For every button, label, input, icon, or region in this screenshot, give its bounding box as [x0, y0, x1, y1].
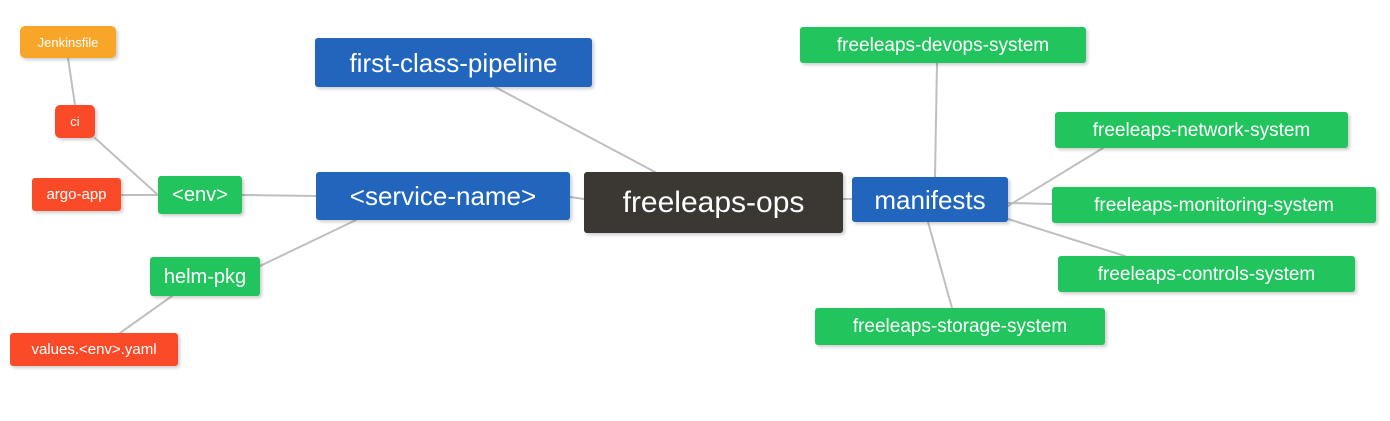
node-label: helm-pkg — [163, 265, 247, 288]
node-label: first-class-pipeline — [349, 47, 558, 78]
edge-jenkinsfile-to-ci — [67, 57, 76, 106]
node-freeleaps-ops[interactable]: freeleaps-ops — [584, 172, 843, 233]
node-label: freeleaps-monitoring-system — [1094, 194, 1334, 216]
node-label: freeleaps-controls-system — [1097, 263, 1316, 285]
node-label: <service-name> — [349, 181, 537, 211]
node-values-env-yaml[interactable]: values.<env>.yaml — [10, 333, 178, 366]
node-freeleaps-controls-system[interactable]: freeleaps-controls-system — [1058, 256, 1355, 292]
node-label: manifests — [874, 184, 986, 215]
edge-manifests-to-freeleaps-monitoring-system — [1007, 202, 1053, 205]
edge-manifests-to-freeleaps-controls-system — [1007, 218, 1126, 257]
node-label: argo-app — [46, 186, 107, 203]
node-argo-app[interactable]: argo-app — [32, 178, 121, 211]
edge-env-to-service-name — [241, 194, 317, 197]
node-freeleaps-monitoring-system[interactable]: freeleaps-monitoring-system — [1052, 187, 1376, 223]
node-service-name[interactable]: <service-name> — [316, 172, 570, 220]
node-freeleaps-network-system[interactable]: freeleaps-network-system — [1055, 112, 1348, 148]
node-jenkinsfile[interactable]: Jenkinsfile — [20, 26, 116, 58]
node-label: freeleaps-network-system — [1092, 119, 1311, 141]
edge-manifests-to-freeleaps-storage-system — [927, 221, 953, 309]
node-freeleaps-devops-system[interactable]: freeleaps-devops-system — [800, 27, 1086, 63]
node-helm-pkg[interactable]: helm-pkg — [150, 257, 260, 296]
node-label: <env> — [172, 184, 228, 206]
node-env[interactable]: <env> — [158, 176, 242, 214]
node-label: freeleaps-storage-system — [852, 316, 1068, 337]
node-freeleaps-storage-system[interactable]: freeleaps-storage-system — [815, 308, 1105, 345]
edge-helm-pkg-to-service-name — [259, 219, 357, 267]
edge-manifests-to-freeleaps-devops-system — [934, 62, 938, 178]
node-manifests[interactable]: manifests — [852, 177, 1008, 222]
edge-values-env-yaml-to-helm-pkg — [119, 295, 173, 334]
node-label: values.<env>.yaml — [31, 341, 157, 358]
node-label: freeleaps-ops — [622, 185, 805, 219]
node-label: freeleaps-devops-system — [836, 34, 1050, 56]
node-first-class-pipeline[interactable]: first-class-pipeline — [315, 38, 592, 87]
node-ci[interactable]: ci — [55, 105, 95, 138]
edge-service-name-to-freeleaps-ops — [569, 196, 585, 200]
edge-first-class-pipeline-to-freeleaps-ops — [494, 86, 656, 173]
node-label: ci — [70, 114, 80, 129]
node-label: Jenkinsfile — [37, 34, 99, 50]
